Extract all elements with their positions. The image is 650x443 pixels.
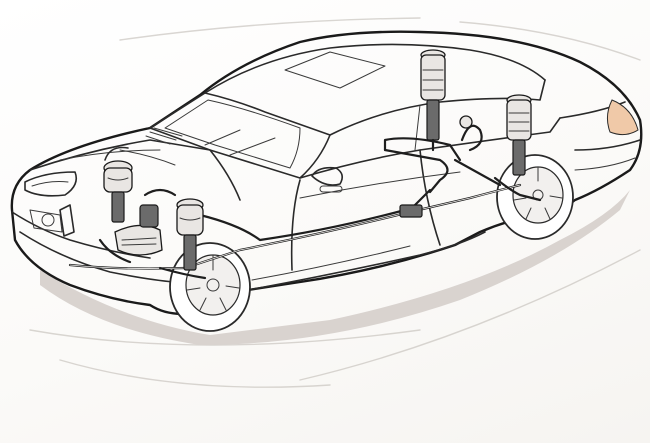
taillight	[606, 99, 639, 136]
compressor-unit	[59, 188, 177, 264]
rear-strut-right	[506, 94, 532, 176]
motion-streaks	[29, 17, 641, 388]
ground-shadow	[40, 190, 630, 345]
front-wheel	[169, 242, 251, 332]
front-strut-left	[103, 146, 133, 223]
rear-wheel	[496, 154, 574, 240]
valve-block	[399, 204, 423, 218]
car-body	[10, 30, 643, 316]
rear-strut-left	[420, 49, 446, 152]
front-strut-right	[176, 198, 204, 271]
front-axle-link	[158, 266, 207, 280]
rear-axle-link	[493, 176, 542, 202]
air-line-network	[68, 115, 522, 270]
